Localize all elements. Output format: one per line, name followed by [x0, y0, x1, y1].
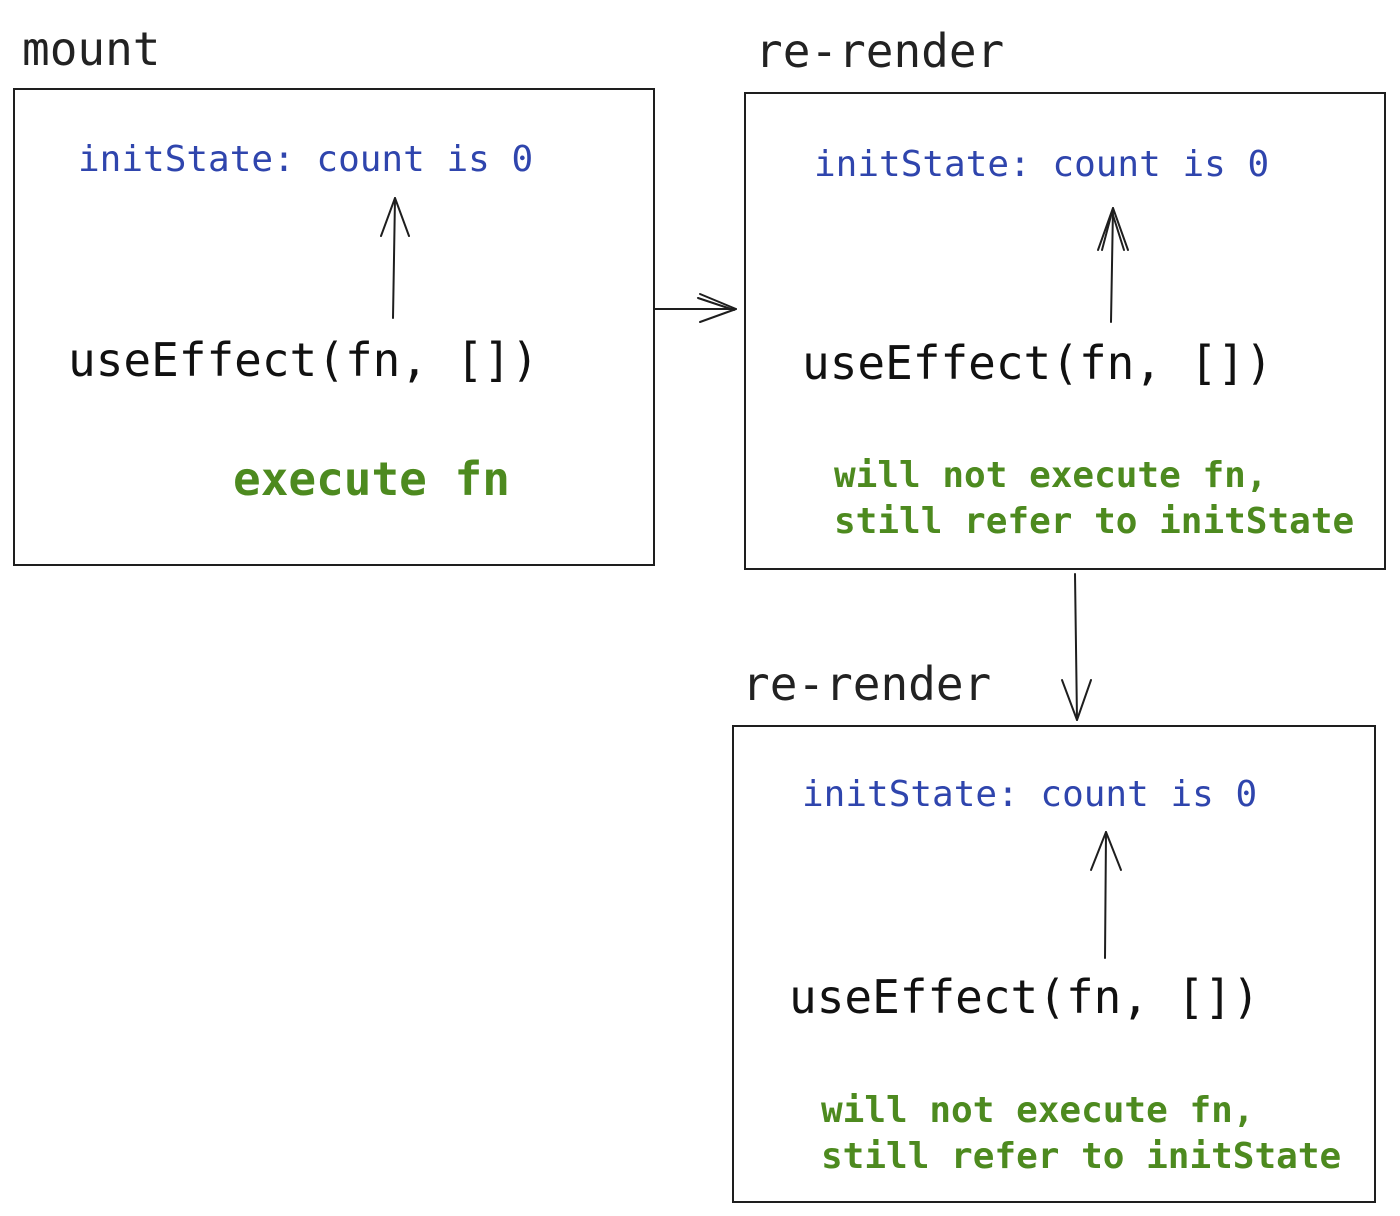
execute-note: execute fn: [233, 452, 510, 506]
use-effect-call: useEffect(fn, []): [789, 970, 1260, 1024]
no-execute-note-line1: will not execute fn,: [821, 1090, 1255, 1131]
stage-box-rerender: [732, 725, 1376, 1203]
init-state-label: initState: count is 0: [802, 774, 1258, 815]
init-state-label: initState: count is 0: [78, 139, 534, 180]
transition-arrow: [1061, 573, 1092, 721]
reference-arrow: [1097, 207, 1129, 323]
use-effect-call: useEffect(fn, []): [802, 336, 1273, 390]
init-state-label: initState: count is 0: [814, 144, 1270, 185]
transition-arrow: [653, 293, 737, 323]
stage-title-rerender: re-render: [742, 657, 992, 711]
stage-box-rerender: [744, 92, 1386, 570]
no-execute-note-line1: will not execute fn,: [834, 455, 1268, 496]
use-effect-call: useEffect(fn, []): [68, 333, 539, 387]
reference-arrow: [1090, 831, 1122, 959]
stage-box-mount: [13, 88, 655, 566]
reference-arrow: [380, 197, 410, 319]
no-execute-note-line2: still refer to initState: [821, 1136, 1342, 1177]
no-execute-note-line2: still refer to initState: [834, 501, 1355, 542]
stage-title-rerender: re-render: [755, 24, 1005, 78]
stage-title-mount: mount: [22, 22, 161, 76]
